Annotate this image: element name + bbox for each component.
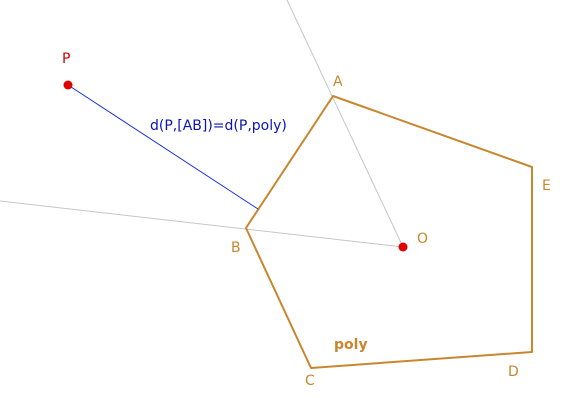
ray-OA <box>286 0 404 248</box>
label-C: C <box>305 373 315 389</box>
label-B: B <box>231 240 241 256</box>
ray-OB <box>0 200 404 248</box>
point-O <box>398 242 408 252</box>
label-D: D <box>508 364 519 380</box>
label-distance: d(P,[AB])=d(P,poly) <box>150 118 287 134</box>
label-A: A <box>333 74 343 90</box>
polygon-poly <box>245 95 533 369</box>
label-E: E <box>542 178 551 194</box>
label-O: O <box>417 231 428 247</box>
label-P: P <box>62 51 70 67</box>
distance-segment <box>67 84 259 210</box>
label-poly: poly <box>334 337 368 353</box>
point-P <box>63 80 73 90</box>
